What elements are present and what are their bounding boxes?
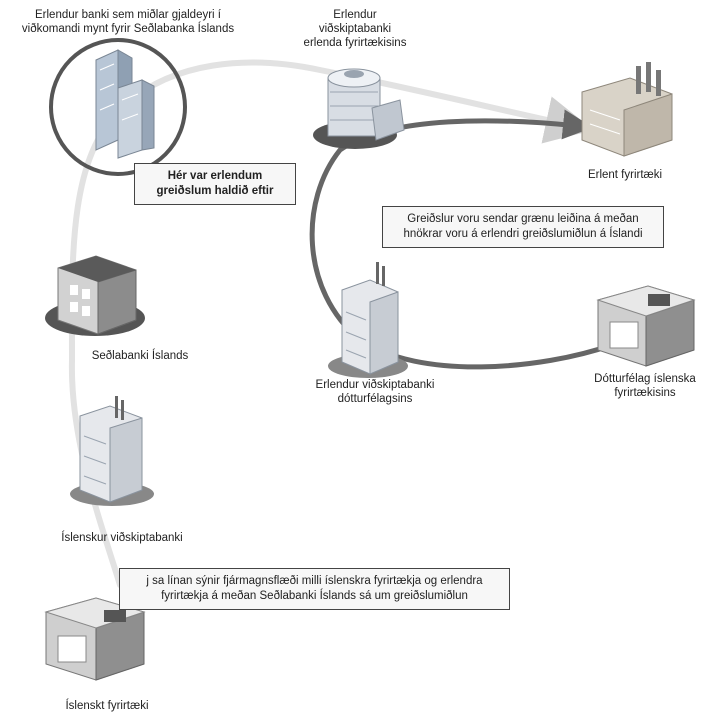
label-subsidiary-bank: Erlendur viðskiptabanki dótturfélagsins (315, 379, 435, 405)
callout-grey-line: j sa línan sýnir fjármagnsflæði milli ís… (119, 568, 510, 610)
label-icelandic-company: Íslenskt fyrirtæki (65, 700, 149, 712)
icelandic-company-warehouse-icon (44, 597, 146, 681)
label-central-bank: Seðlabanki Íslands (91, 350, 189, 362)
foreign-commercial-bank-icon (313, 68, 405, 149)
callout-payments-held: Hér var erlendum greiðslum haldið eftir (134, 163, 296, 205)
central-bank-building-icon (45, 255, 145, 336)
highlight-circle (49, 38, 187, 176)
subsidiary-bank-tower-icon (328, 262, 408, 378)
label-foreign-company: Erlent fyrirtæki (587, 169, 663, 181)
label-subsidiary: Dótturfélag íslenska fyrirtækisins (594, 373, 696, 399)
label-foreign-commercial-bank: Erlendur viðskiptabanki erlenda fyrirtæk… (303, 9, 407, 49)
subsidiary-warehouse-icon (596, 285, 696, 367)
green-flow-line (309, 109, 615, 370)
foreign-company-factory-icon (581, 62, 673, 157)
callout-green-route: Greiðslur voru sendar grænu leiðina á me… (382, 206, 664, 248)
label-foreign-bank-top: Erlendur banki sem miðlar gjaldeyri í vi… (21, 9, 235, 35)
foreign-bank-skyscraper-icon (95, 49, 155, 159)
label-icelandic-bank: Íslenskur viðskiptabanki (61, 532, 183, 544)
icelandic-bank-tower-icon (70, 396, 154, 506)
